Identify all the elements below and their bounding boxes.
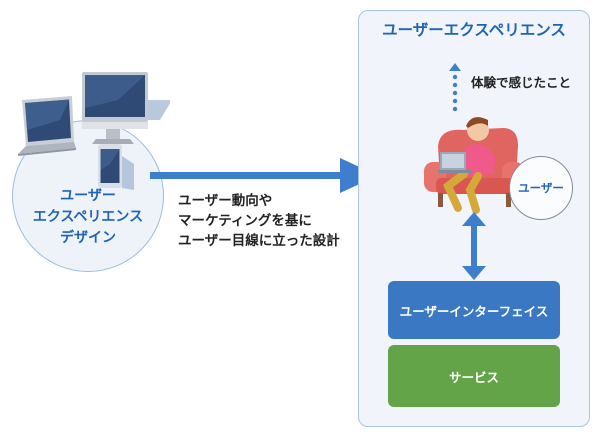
- dotted-up-arrow: [449, 63, 461, 112]
- smartphone-icon: [98, 144, 134, 190]
- double-headed-arrow: [462, 212, 486, 280]
- user-interface-box: ユーザーインターフェイス: [388, 281, 560, 339]
- person-on-sofa-illustration: [424, 117, 524, 214]
- feeling-label: 体験で感じたこと: [471, 75, 572, 90]
- arrow-description-line-2: マーケティングを基に: [178, 213, 312, 229]
- arrow-description-line-1: ユーザー動向や: [178, 193, 273, 209]
- devices-illustration: [18, 72, 170, 190]
- desktop-monitor-icon: [82, 72, 170, 144]
- laptop-icon: [18, 96, 76, 156]
- ux-design-label: ユーザー エクスペリエンス デザイン: [12, 186, 164, 249]
- ux-design-label-line-3: デザイン: [60, 230, 116, 246]
- user-circle: [509, 156, 573, 220]
- ux-design-label-line-2: エクスペリエンス: [32, 209, 144, 225]
- service-box: サービス: [388, 345, 560, 407]
- user-interface-label: ユーザーインターフェイス: [399, 303, 549, 319]
- main-arrow: [150, 158, 378, 193]
- ux-design-label-line-1: ユーザー: [60, 188, 116, 204]
- arrow-description: ユーザー動向や マーケティングを基に ユーザー目線に立った設計: [178, 191, 340, 251]
- arrow-description-line-3: ユーザー目線に立った設計: [178, 233, 340, 249]
- ux-panel-title: ユーザーエクスペリエンス: [382, 21, 566, 39]
- user-label: ユーザー: [518, 181, 564, 195]
- service-label: サービス: [448, 369, 499, 385]
